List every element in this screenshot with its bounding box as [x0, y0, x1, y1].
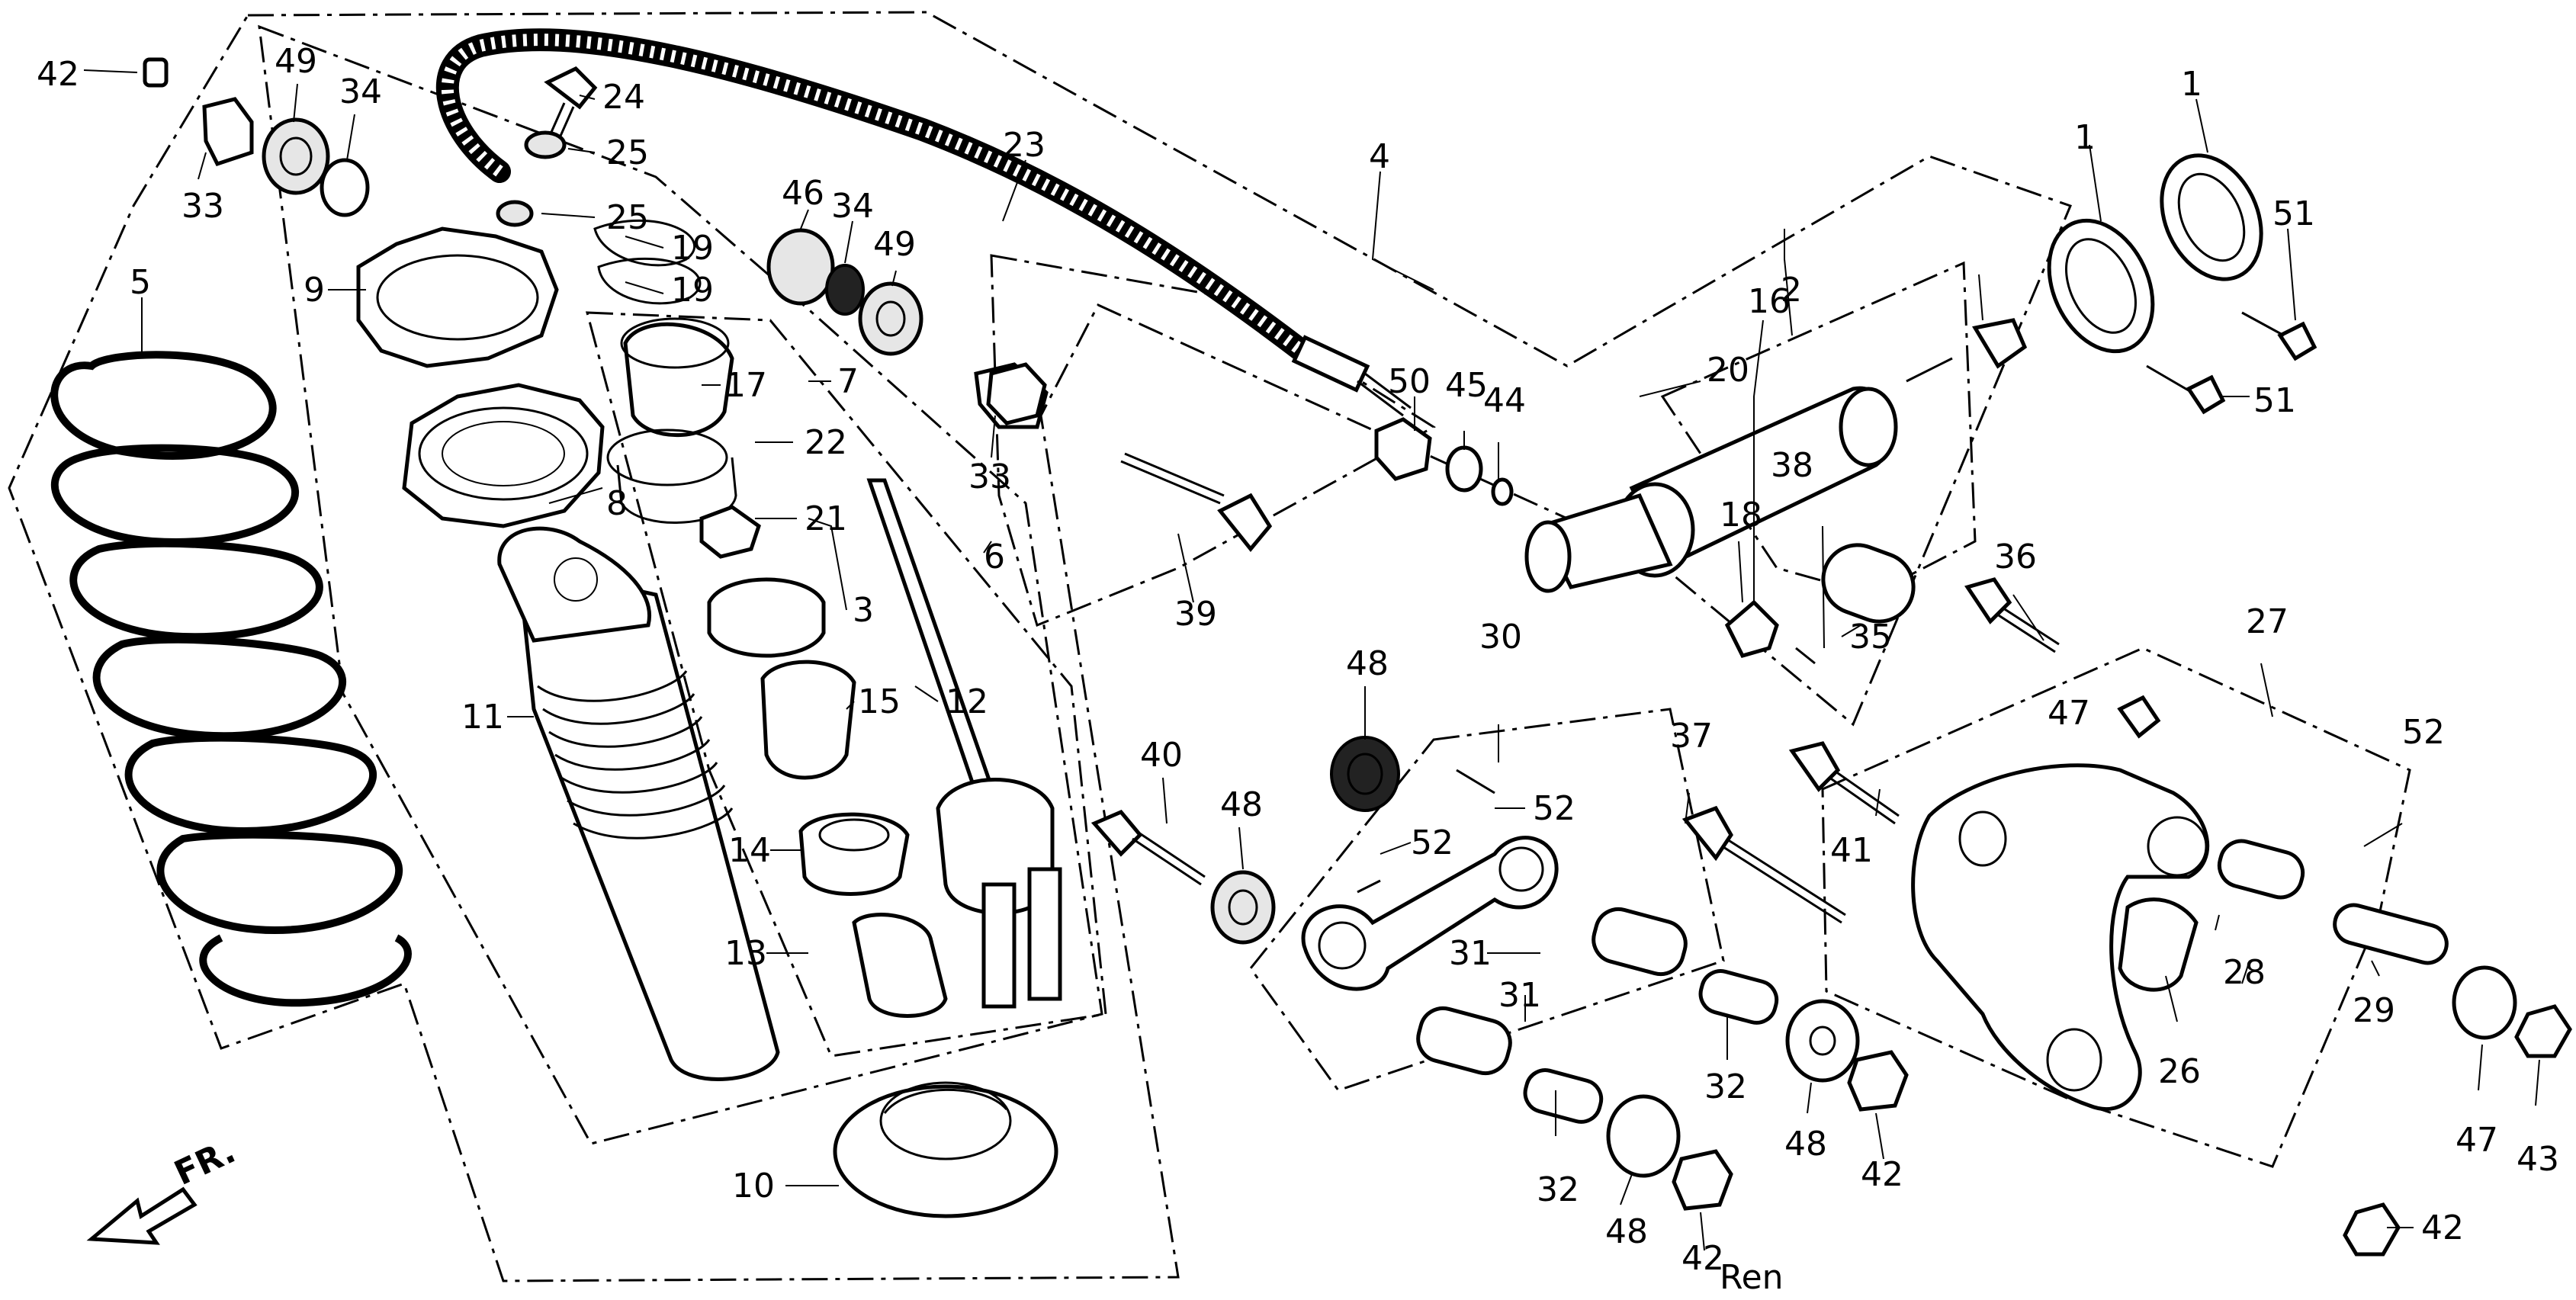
callout-label: 36: [1994, 538, 2037, 576]
callout-label: 48: [1605, 1212, 1648, 1251]
callout-label: 43: [2517, 1140, 2559, 1179]
group-outlines: [8, 11, 2411, 1282]
callout-label: 19: [671, 271, 714, 310]
callout-label: 41: [1830, 831, 1873, 870]
callout-label: 51: [2253, 381, 2296, 420]
spring-seat-part-10: [833, 1081, 1058, 1218]
callout-label: 26: [2158, 1052, 2201, 1091]
callout-label: 31: [1449, 934, 1492, 973]
watermark-text: Ren: [1720, 1258, 1784, 1296]
callout-label: 40: [1140, 736, 1183, 775]
callout-label: 25: [606, 133, 649, 172]
callout-label: 37: [1670, 717, 1713, 756]
callout-label: 46: [782, 174, 824, 213]
coil-spring-part-5: [50, 351, 412, 1007]
callout-label: 32: [1704, 1067, 1747, 1106]
bolt-parts: [496, 66, 2060, 1018]
callout-label: 42: [1681, 1239, 1724, 1278]
lock-nut-part-9: [356, 226, 559, 368]
callout-label: 42: [37, 55, 79, 94]
callout-label: 13: [724, 934, 767, 973]
bearing-parts: [143, 57, 1514, 506]
callout-label: 42: [2421, 1209, 2464, 1247]
callout-label: 6: [984, 538, 1005, 576]
callout-label: 38: [1771, 446, 1813, 485]
callout-label: 52: [1411, 823, 1453, 862]
callout-label: 12: [946, 682, 988, 721]
callout-label: 27: [2246, 602, 2289, 641]
callout-label: 5: [130, 263, 151, 302]
direction-label: FR.: [169, 1131, 241, 1193]
callout-label: 45: [1445, 366, 1488, 405]
callout-label: 33: [968, 457, 1011, 496]
callout-label: 23: [1003, 126, 1045, 165]
callout-label: 25: [606, 198, 649, 237]
callout-label: 15: [858, 682, 901, 721]
callout-label: 1: [2181, 65, 2202, 104]
linkage-part-30: [1301, 769, 1909, 1211]
callout-label: 48: [1220, 785, 1263, 824]
callout-label: 8: [606, 484, 628, 523]
front-direction-arrow: FR.: [86, 1131, 241, 1245]
callout-label: 1: [2074, 118, 2096, 157]
callout-label: 33: [181, 187, 224, 226]
leader-lines: [83, 69, 2540, 1251]
callout-label: 16: [1748, 282, 1791, 321]
callout-label: 22: [805, 423, 847, 462]
reservoir-part-16: [1524, 318, 2028, 665]
lock-nut-part-8: [402, 383, 605, 528]
callout-label: 49: [275, 42, 317, 81]
callout-label: 20: [1707, 351, 1749, 390]
callout-label: 18: [1720, 496, 1762, 534]
callout-label: 34: [831, 187, 874, 226]
clamp-parts-1: [2047, 153, 2317, 415]
callout-label: 17: [724, 366, 767, 405]
callout-label: 42: [1861, 1155, 1903, 1194]
callout-label: 52: [1533, 789, 1575, 828]
callout-label: 34: [339, 72, 382, 111]
callout-label: 14: [728, 831, 771, 870]
callout-label: 30: [1479, 618, 1522, 656]
callout-label: 9: [304, 271, 325, 310]
callout-label: 48: [1784, 1125, 1827, 1164]
callout-label: 28: [2223, 953, 2266, 992]
callout-label: 39: [1174, 595, 1217, 634]
callout-label: 47: [2456, 1121, 2498, 1160]
reservoir-hose-part-23: [435, 28, 1412, 417]
callout-label: 48: [1346, 644, 1389, 683]
callout-label: 19: [671, 229, 714, 268]
cushion-arm-part-27: [1911, 695, 2572, 1257]
callout-label: 2: [1781, 271, 1802, 310]
callout-label: 44: [1483, 381, 1526, 420]
callout-label: 31: [1498, 976, 1541, 1015]
callout-labels: 42 49 34 33 24 25 25 19 19 17 22 7 21 3 …: [37, 42, 2559, 1278]
shock-absorber-part-11: [497, 526, 780, 1081]
callout-label: 32: [1537, 1170, 1579, 1209]
callout-label: 35: [1849, 618, 1892, 656]
nut-part-42-a: [143, 57, 169, 88]
callout-label: 11: [461, 698, 504, 737]
callout-label: 10: [732, 1167, 775, 1205]
callout-label: 24: [602, 78, 645, 117]
callout-label: 29: [2353, 991, 2395, 1030]
callout-label: 47: [2048, 694, 2090, 733]
callout-label: 3: [853, 591, 874, 630]
callout-label: 51: [2272, 194, 2315, 233]
callout-label: 50: [1388, 362, 1431, 401]
callout-label: 4: [1369, 137, 1390, 176]
callout-label: 21: [805, 499, 847, 538]
callout-label: 49: [873, 225, 916, 264]
callout-label: 52: [2402, 713, 2445, 752]
callout-label: 7: [837, 362, 859, 401]
